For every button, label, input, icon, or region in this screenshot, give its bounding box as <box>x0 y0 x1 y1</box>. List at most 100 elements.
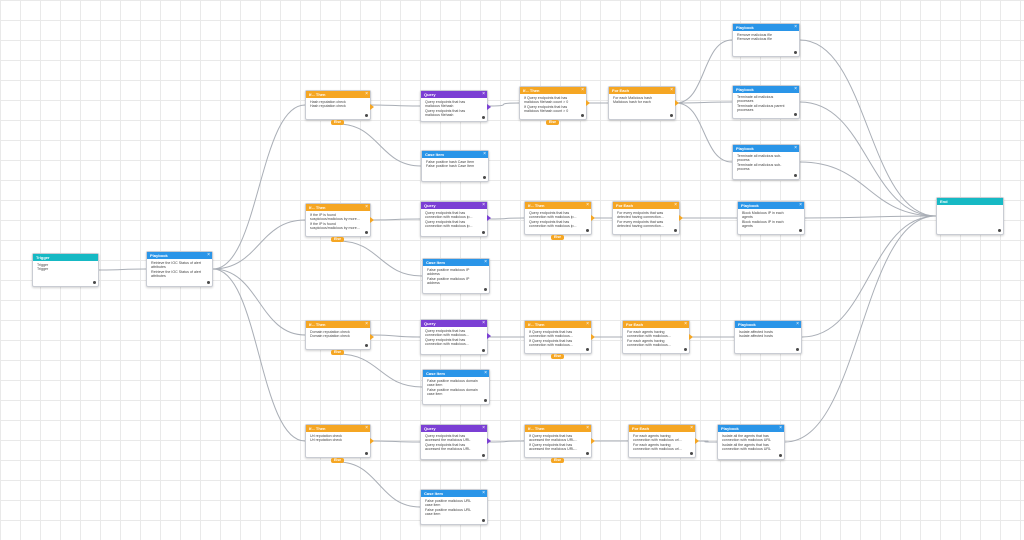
gear-icon[interactable] <box>997 228 1001 232</box>
gear-icon[interactable] <box>793 173 797 177</box>
output-port-icon[interactable] <box>689 334 693 340</box>
gear-icon[interactable] <box>798 228 802 232</box>
gear-icon[interactable] <box>364 343 368 347</box>
close-icon[interactable]: × <box>586 202 589 208</box>
close-icon[interactable]: × <box>365 91 368 97</box>
gear-icon[interactable] <box>206 280 210 284</box>
close-icon[interactable]: × <box>484 370 487 376</box>
gear-icon[interactable] <box>92 280 96 284</box>
else-pill[interactable]: Else <box>331 120 344 125</box>
close-icon[interactable]: × <box>484 259 487 265</box>
node-pb_root[interactable]: Playbook×Retrieve the IOC Status of aler… <box>146 251 213 287</box>
node-c3[interactable]: Case Item×False positive malicious domai… <box>422 369 490 405</box>
gear-icon[interactable] <box>795 347 799 351</box>
output-port-icon[interactable] <box>695 438 699 444</box>
output-port-icon[interactable] <box>370 334 374 340</box>
close-icon[interactable]: × <box>365 321 368 327</box>
else-pill[interactable]: Else <box>331 237 344 242</box>
gear-icon[interactable] <box>683 347 687 351</box>
gear-icon[interactable] <box>673 228 677 232</box>
close-icon[interactable]: × <box>586 321 589 327</box>
output-port-icon[interactable] <box>487 333 491 339</box>
close-icon[interactable]: × <box>482 320 485 326</box>
gear-icon[interactable] <box>364 113 368 117</box>
gear-icon[interactable] <box>793 112 797 116</box>
gear-icon[interactable] <box>483 287 487 291</box>
gear-icon[interactable] <box>481 230 485 234</box>
close-icon[interactable]: × <box>482 202 485 208</box>
close-icon[interactable]: × <box>690 425 693 431</box>
gear-icon[interactable] <box>481 115 485 119</box>
gear-icon[interactable] <box>481 518 485 522</box>
close-icon[interactable]: × <box>365 425 368 431</box>
gear-icon[interactable] <box>585 347 589 351</box>
output-port-icon[interactable] <box>675 100 679 106</box>
close-icon[interactable]: × <box>779 425 782 431</box>
gear-icon[interactable] <box>689 451 693 455</box>
output-port-icon[interactable] <box>487 215 491 221</box>
output-port-icon[interactable] <box>370 104 374 110</box>
close-icon[interactable]: × <box>674 202 677 208</box>
gear-icon[interactable] <box>482 175 486 179</box>
close-icon[interactable]: × <box>207 252 210 258</box>
gear-icon[interactable] <box>580 113 584 117</box>
close-icon[interactable]: × <box>684 321 687 327</box>
close-icon[interactable]: × <box>670 87 673 93</box>
gear-icon[interactable] <box>778 453 782 457</box>
close-icon[interactable]: × <box>483 151 486 157</box>
gear-icon[interactable] <box>793 50 797 54</box>
else-pill[interactable]: Else <box>551 458 564 463</box>
output-port-icon[interactable] <box>679 215 683 221</box>
node-end[interactable]: End <box>936 197 1004 235</box>
output-port-icon[interactable] <box>487 104 491 110</box>
gear-icon[interactable] <box>585 451 589 455</box>
close-icon[interactable]: × <box>586 425 589 431</box>
gear-icon[interactable] <box>481 348 485 352</box>
close-icon[interactable]: × <box>796 321 799 327</box>
else-pill[interactable]: Else <box>551 235 564 240</box>
node-pb4[interactable]: Playbook×Isolate all the agents that has… <box>717 424 785 460</box>
close-icon[interactable]: × <box>365 204 368 210</box>
close-icon[interactable]: × <box>794 145 797 151</box>
output-port-icon[interactable] <box>591 215 595 221</box>
output-port-icon[interactable] <box>586 100 590 106</box>
node-pb1c[interactable]: Playbook×Terminate all malicious sub-pro… <box>732 144 800 180</box>
gear-icon[interactable] <box>364 230 368 234</box>
else-pill[interactable]: Else <box>551 354 564 359</box>
output-port-icon[interactable] <box>487 438 491 444</box>
gear-icon[interactable] <box>669 113 673 117</box>
gear-icon[interactable] <box>481 453 485 457</box>
close-icon[interactable]: × <box>482 91 485 97</box>
gear-icon[interactable] <box>483 398 487 402</box>
else-pill[interactable]: Else <box>331 350 344 355</box>
close-icon[interactable]: × <box>581 87 584 93</box>
gear-icon[interactable] <box>585 228 589 232</box>
else-pill[interactable]: Else <box>331 458 344 463</box>
close-icon[interactable]: × <box>799 202 802 208</box>
output-port-icon[interactable] <box>591 334 595 340</box>
output-port-icon[interactable] <box>370 217 374 223</box>
close-icon[interactable]: × <box>482 425 485 431</box>
